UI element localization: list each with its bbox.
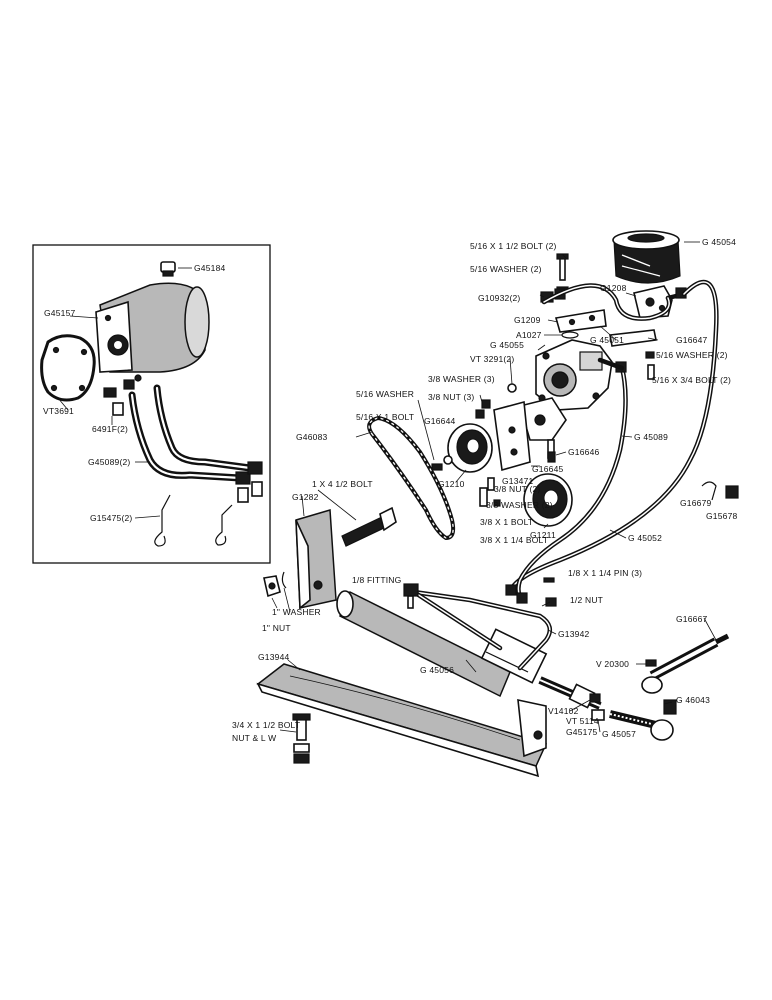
tube-g13942 (411, 589, 553, 671)
pin-nut (543, 577, 557, 607)
label-pin: 1/8 X 1 1/4 PIN (3) (568, 568, 642, 578)
cap-g45184 (160, 261, 176, 277)
label-washer-516-2: 5/16 WASHER (2) (470, 264, 542, 274)
label-g1211: G1211 (530, 530, 556, 540)
label-bolt-38x1: 3/8 X 1 BOLT (480, 517, 533, 527)
label-g1209: G1209 (514, 315, 541, 325)
label-g13942: G13942 (558, 629, 590, 639)
label-nut-12: 1/2 NUT (570, 595, 603, 605)
label-v14102: V14102 (548, 706, 579, 716)
label-nut-1in: 1" NUT (262, 623, 291, 633)
fitting-18 (403, 583, 419, 609)
label-g45089-2: G45089(2) (88, 457, 130, 467)
label-g16644: G16644 (424, 416, 456, 426)
label-nutlw: NUT & L W (232, 733, 276, 743)
bracket-g13471 (493, 400, 531, 472)
bolt-516x112 (556, 253, 569, 292)
label-g16679: G16679 (680, 498, 712, 508)
label-g45089: G 45089 (634, 432, 668, 442)
gasket-vt3691 (40, 334, 96, 402)
label-g46083: G46083 (296, 432, 328, 442)
label-washer-516: 5/16 WASHER (356, 389, 414, 399)
label-washer-38-3: 3/8 WASHER (3) (428, 374, 495, 384)
label-v20300: V 20300 (596, 659, 629, 669)
bracket-g16646 (518, 397, 567, 459)
label-bolt-34: 3/4 X 1 1/2 BOLT (232, 720, 300, 730)
inset-panel (32, 244, 271, 564)
leader-lines (271, 241, 717, 733)
label-washer-38-2: 3/8 WASHER (2) (486, 500, 553, 510)
label-g45052: G 45052 (628, 533, 662, 543)
label-nut-38-2: 3/8 NUT (2) (494, 484, 540, 494)
label-g16667: G16667 (676, 614, 708, 624)
label-g1208: G1208 (600, 283, 627, 293)
hose-g45052 (509, 279, 719, 591)
cylinder-g45056 (336, 590, 602, 710)
bolt-1x412 (341, 506, 397, 547)
pulley-g1211 (523, 473, 573, 527)
bracket-hardware (475, 399, 501, 507)
label-bolt-516x1: 5/16 X 1 BOLT (356, 412, 414, 422)
label-washer-1in: 1" WASHER (272, 607, 321, 617)
label-g45055: G 45055 (490, 340, 524, 350)
label-g16645: G16645 (532, 464, 564, 474)
label-g45184: G45184 (194, 263, 226, 273)
tierod-g46043 (609, 699, 677, 741)
label-bolt-1x412: 1 X 4 1/2 BOLT (312, 479, 373, 489)
label-vt3691: VT3691 (43, 406, 74, 416)
label-g1282: G1282 (292, 492, 319, 502)
part-g16645 (547, 451, 556, 463)
label-fitting-18: 1/8 FITTING (352, 575, 401, 585)
callout-labels: G45184 G45157 VT3691 6491F(2) G45089(2) … (43, 237, 738, 743)
washer-nut-1in (263, 571, 287, 598)
label-g45056: G 45056 (420, 665, 454, 675)
bolt-34 (292, 713, 311, 764)
label-g45175: G45175 (566, 727, 598, 737)
washer-g16644 (431, 455, 453, 471)
belt-g46083 (367, 415, 456, 541)
tierod-g16667 (641, 633, 730, 694)
label-g16646: G16646 (568, 447, 600, 457)
label-g45051: G 45051 (590, 335, 624, 345)
label-vt3291: VT 3291(2) (470, 354, 514, 364)
plate-g13944 (256, 663, 548, 778)
clips-g15475 (154, 494, 233, 547)
fittings-6491f (103, 379, 135, 416)
label-6491f: 6491F(2) (92, 424, 128, 434)
label-bolt-516x112: 5/16 X 1 1/2 BOLT (2) (470, 241, 557, 251)
oring-a1027 (561, 331, 579, 339)
label-vt5114: VT 5114 (566, 716, 599, 726)
label-g13944: G13944 (258, 652, 290, 662)
pump-g45055 (535, 339, 625, 411)
label-g16647: G16647 (676, 335, 708, 345)
label-g45054: G 45054 (702, 237, 736, 247)
label-bolt-38x114: 3/8 X 1 1/4 BOLT (480, 535, 548, 545)
pump-g45157 (95, 282, 210, 382)
label-a1027: A1027 (516, 330, 542, 340)
label-g46043: G 46043 (676, 695, 710, 705)
label-g15475: G15475(2) (90, 513, 132, 523)
clip-g16679 (701, 481, 739, 501)
pulley-g1210 (447, 423, 493, 473)
hoses-g45089-inset (128, 384, 263, 503)
hose-g45089 (505, 361, 628, 604)
label-g15678: G15678 (706, 511, 738, 521)
washer-vt3291 (507, 383, 517, 393)
label-washer-516-2b: 5/16 WASHER (2) (656, 350, 728, 360)
label-g45057: G 45057 (602, 729, 636, 739)
bracket-g1282 (295, 509, 337, 610)
plate-g1209 (554, 309, 607, 333)
label-nut-38-3: 3/8 NUT (3) (428, 392, 474, 402)
hose-g45051 (541, 283, 672, 321)
label-g1210: G1210 (438, 479, 465, 489)
label-bolt-516x34: 5/16 X 3/4 BOLT (2) (652, 375, 731, 385)
label-g10932: G10932(2) (478, 293, 520, 303)
label-g13471: G13471 (502, 476, 534, 486)
bracket-g1208 (633, 285, 687, 319)
label-g45157: G45157 (44, 308, 76, 318)
reservoir-g45054 (612, 230, 681, 284)
